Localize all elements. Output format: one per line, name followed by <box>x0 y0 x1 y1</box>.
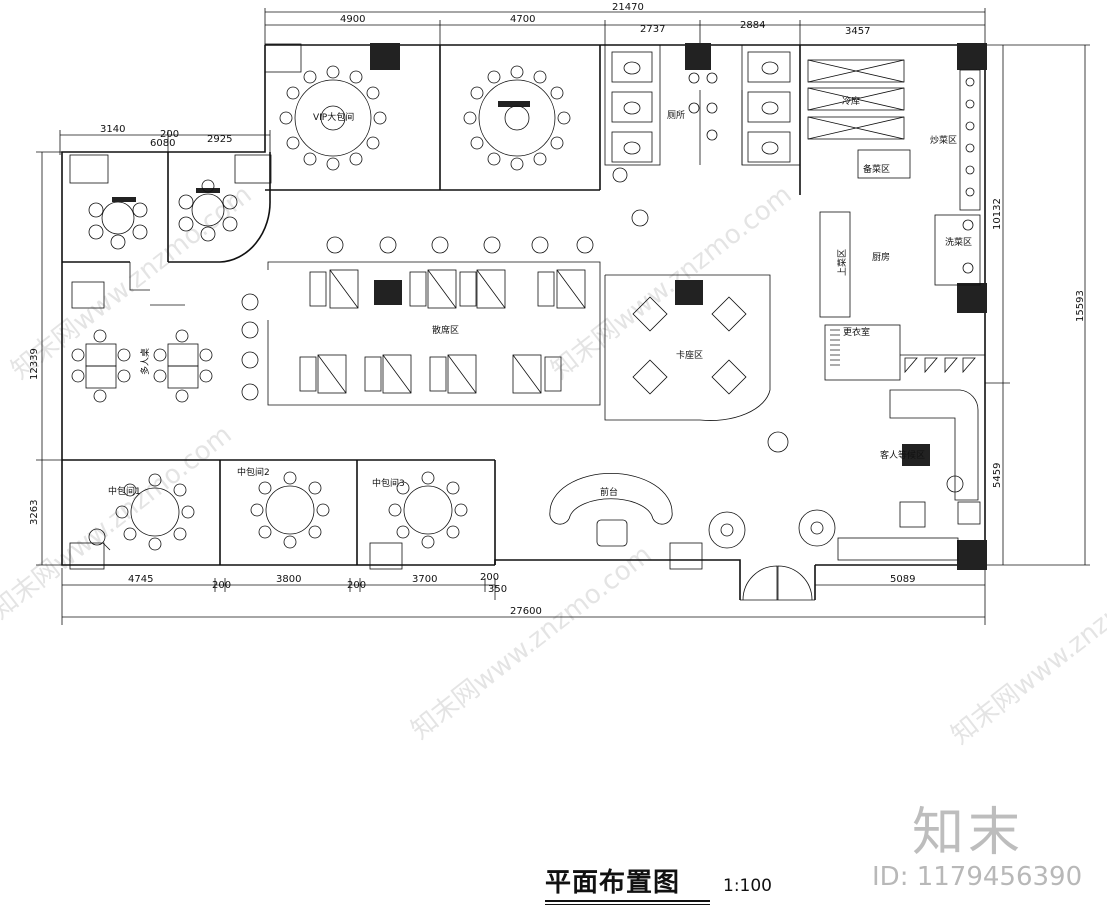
left-dimensions: 12339 3263 <box>29 151 62 566</box>
dim-left-upper-1: 3140 <box>100 124 125 135</box>
dim-right-v-1: 15593 <box>1075 290 1086 322</box>
dim-bottom-seg-5: 3700 <box>412 574 437 585</box>
top-dimensions: 21470 4900 4700 2737 2884 3457 3140 6080… <box>59 2 986 155</box>
dim-bottom-total: 27600 <box>510 606 542 617</box>
dim-bottom-seg-3: 3800 <box>276 574 301 585</box>
lounge-label: 客人等候区 <box>880 449 925 461</box>
drawing-scale: 1:100 <box>723 876 772 896</box>
people-and-plants <box>631 209 964 549</box>
dim-top-seg-1: 4900 <box>340 14 365 25</box>
reception-label: 前台 <box>600 486 618 498</box>
wash-area-label: 洗菜区 <box>945 236 972 248</box>
booth-area: 卡座区 <box>604 274 771 421</box>
mid-room-1-label: 中包间1 <box>108 485 141 497</box>
dim-left-upper-3: 200 <box>160 129 179 140</box>
restroom-label: 厕所 <box>667 110 685 121</box>
dim-top-seg-2: 4700 <box>510 14 535 25</box>
cold-storage-label: 冷库 <box>842 95 860 107</box>
multi-person-tables: 多人桌 <box>71 329 213 403</box>
booth-tables-row-1 <box>309 269 586 309</box>
serving-area-label: 上菜区 <box>836 249 848 276</box>
dim-right-v-3: 5459 <box>992 463 1003 488</box>
bottom-dimensions: 4745 200 3800 200 3700 200 350 5089 2760… <box>61 565 986 625</box>
mid-room-3-label: 中包间3 <box>372 477 405 489</box>
dim-top-seg-3: 2737 <box>640 24 665 35</box>
booth-tables-row-2 <box>299 354 562 394</box>
lounge: 客人等候区 <box>837 389 981 561</box>
dim-top-seg-4: 2884 <box>740 20 765 31</box>
kitchen-label: 厨房 <box>872 251 890 263</box>
dim-left-upper-2: 6080 <box>150 138 175 149</box>
right-dimensions: 15593 10132 5459 <box>985 44 1090 566</box>
title-block: 平面布置图 1:100 <box>545 862 805 905</box>
title-underline <box>545 900 710 902</box>
vip-chairs-2 <box>463 65 571 171</box>
dim-bottom-seg-6: 200 <box>480 572 499 583</box>
dim-bottom-seg-1: 4745 <box>128 574 153 585</box>
dim-bottom-seg-2: 200 <box>212 580 231 591</box>
small-rooms-left <box>62 152 271 306</box>
restrooms: 厕所 <box>604 44 801 166</box>
kitchen: 冷库 备菜区 炒菜区 洗菜区 上菜区 厨房 更衣室 <box>799 45 985 381</box>
dim-bottom-seg-7: 350 <box>488 584 507 595</box>
entrance-door-left <box>742 565 778 601</box>
dim-top-total: 21470 <box>612 2 644 13</box>
prep-area-label: 备菜区 <box>863 163 890 175</box>
reception-desk: 前台 <box>549 472 673 547</box>
drawing-id: ID: 1179456390 <box>872 862 1083 892</box>
multi-table-label: 多人桌 <box>139 348 151 375</box>
stir-fry-label: 炒菜区 <box>930 134 957 146</box>
dim-left-v-2: 3263 <box>29 500 40 525</box>
watermark-text: 知末网www.znzmo.com <box>946 545 1107 751</box>
vip-rooms: VIP大包间 <box>265 45 601 191</box>
watermark-layer: 知末网www.znzmo.com 知末网www.znzmo.com 知末网www… <box>0 180 1107 751</box>
entrance-door-right <box>777 565 813 601</box>
booth-area-label: 卡座区 <box>676 349 703 361</box>
watermark-text: 知末网www.znzmo.com <box>546 180 798 386</box>
title-underline-thin <box>545 904 710 905</box>
watermark-text: 知末网www.znzmo.com <box>406 540 658 746</box>
dim-right-v-2: 10132 <box>992 198 1003 230</box>
brand-logo: 知末 <box>912 803 1025 863</box>
vip-room-label: VIP大包间 <box>313 111 354 123</box>
structural-columns <box>69 43 987 570</box>
dim-bottom-seg-4: 200 <box>347 580 366 591</box>
locker-room-label: 更衣室 <box>843 326 870 338</box>
open-seating-label: 散席区 <box>432 324 459 336</box>
plants-left <box>241 167 628 401</box>
dim-bottom-seg-8: 5089 <box>890 574 915 585</box>
dim-left-upper-4: 2925 <box>207 134 232 145</box>
mid-room-2-label: 中包间2 <box>237 466 270 478</box>
vip-chairs-1 <box>279 65 387 171</box>
dim-top-seg-5: 3457 <box>845 26 870 37</box>
mid-rooms: 中包间1 中包间2 中包间3 <box>62 459 496 565</box>
open-seating: 散席区 <box>267 261 601 406</box>
dim-left-v-1: 12339 <box>29 348 40 380</box>
drawing-title: 平面布置图 <box>545 868 681 898</box>
